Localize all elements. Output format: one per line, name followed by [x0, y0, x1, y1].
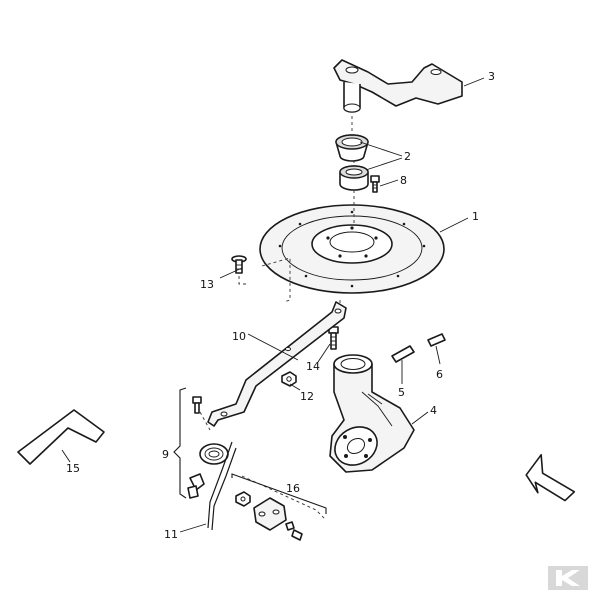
callout-4: 4	[430, 404, 437, 417]
leader-lines	[61, 77, 485, 533]
spring-assembly-part-8	[187, 396, 229, 499]
callout-16: 16	[286, 482, 300, 495]
callout-11: 11	[164, 528, 178, 541]
bolt-part-9	[370, 175, 380, 193]
pin-part-6	[427, 333, 446, 347]
housing-part-4	[329, 354, 415, 473]
group-bracket-16	[231, 473, 327, 514]
callout-10: 10	[232, 330, 246, 343]
callout-1: 1	[472, 210, 479, 223]
callout-8: 9	[162, 448, 169, 461]
assembly-lines	[199, 116, 355, 521]
spring-rod-part-11	[207, 441, 237, 531]
pin-part-5	[391, 345, 415, 363]
nut-part-12	[281, 371, 297, 387]
callout-3: 3	[488, 70, 495, 83]
callout-6: 6	[436, 368, 443, 381]
direction-arrow-icon	[525, 454, 576, 502]
bolt-part-14	[328, 326, 339, 350]
bracket-part-3	[333, 59, 463, 113]
disc-part-1	[259, 204, 445, 294]
callout-14: 14	[306, 360, 320, 373]
callout-2: 2	[404, 150, 411, 163]
callout-13: 13	[200, 278, 214, 291]
brand-logo	[548, 566, 588, 590]
callout-5: 5	[398, 386, 405, 399]
angle-bar-part-15	[17, 409, 105, 465]
group-brace-8	[173, 387, 187, 499]
arm-part-10	[207, 301, 347, 427]
bolt-part-13	[231, 255, 247, 274]
clamp-part-16	[235, 491, 303, 541]
callout-12: 12	[300, 390, 314, 403]
callout-9: 8	[400, 174, 407, 187]
callout-15: 15	[66, 462, 80, 475]
